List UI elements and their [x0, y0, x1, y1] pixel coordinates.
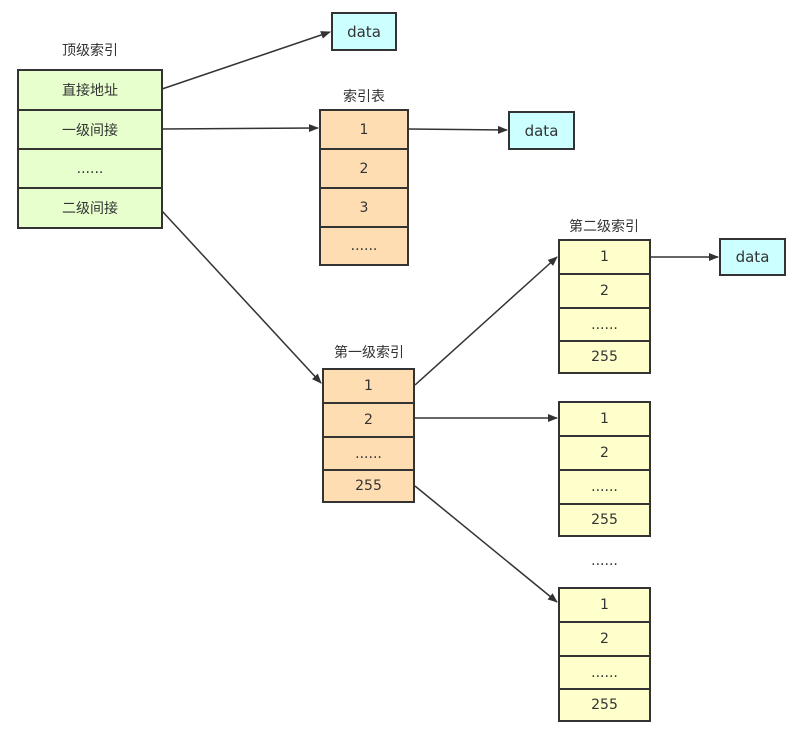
index-table-title: 索引表	[343, 89, 385, 105]
arrow-double-to-first-level	[161, 210, 322, 384]
second-level-cell: 255	[560, 690, 649, 720]
second-level-cell: 1	[560, 403, 649, 437]
index-table-cell: ......	[321, 228, 407, 264]
index-table-cell: 1	[321, 111, 407, 150]
second-level-cell: ......	[560, 471, 649, 505]
top-index-cell-direct: 直接地址	[19, 71, 161, 111]
second-level-index-table-1: 1 2 ...... 255	[558, 239, 651, 374]
arrow-first-255-to-second-3	[414, 485, 558, 603]
first-level-cell: 1	[324, 370, 413, 404]
second-level-index-table-3: 1 2 ...... 255	[558, 587, 651, 722]
second-level-cell: 2	[560, 623, 649, 657]
arrow-single-to-index-table	[161, 124, 319, 133]
top-index-cell-double-indirect: 二级间接	[19, 189, 161, 227]
index-table-cell: 3	[321, 189, 407, 228]
second-level-cell: 2	[560, 437, 649, 471]
second-level-ellipsis: ......	[591, 553, 618, 569]
first-level-title: 第一级索引	[334, 345, 404, 361]
top-index-cell-single-indirect: 一级间接	[19, 111, 161, 150]
second-level-cell: 255	[560, 342, 649, 372]
index-table: 1 2 3 ......	[319, 109, 409, 266]
first-level-cell: 255	[324, 471, 413, 501]
index-table-cell: 2	[321, 150, 407, 189]
top-index-table: 直接地址 一级间接 ...... 二级间接	[17, 69, 163, 229]
second-level-cell: 1	[560, 241, 649, 275]
first-level-index-table: 1 2 ...... 255	[322, 368, 415, 503]
data-box-top: data	[331, 12, 397, 51]
data-box-middle: data	[508, 111, 575, 150]
arrow-direct-to-data	[161, 31, 331, 90]
top-index-title: 顶级索引	[62, 43, 118, 59]
top-index-cell-ellipsis: ......	[19, 150, 161, 189]
second-level-index-table-2: 1 2 ...... 255	[558, 401, 651, 537]
second-level-cell: 2	[560, 275, 649, 309]
first-level-cell: 2	[324, 404, 413, 438]
second-level-title: 第二级索引	[569, 219, 639, 235]
second-level-cell: 255	[560, 505, 649, 535]
second-level-cell: 1	[560, 589, 649, 623]
second-level-cell: ......	[560, 309, 649, 342]
data-box-right: data	[719, 238, 786, 276]
arrow-index-table-to-data	[407, 125, 508, 134]
arrow-first-1-to-second-1	[414, 256, 558, 386]
second-level-cell: ......	[560, 657, 649, 690]
first-level-cell: ......	[324, 438, 413, 471]
